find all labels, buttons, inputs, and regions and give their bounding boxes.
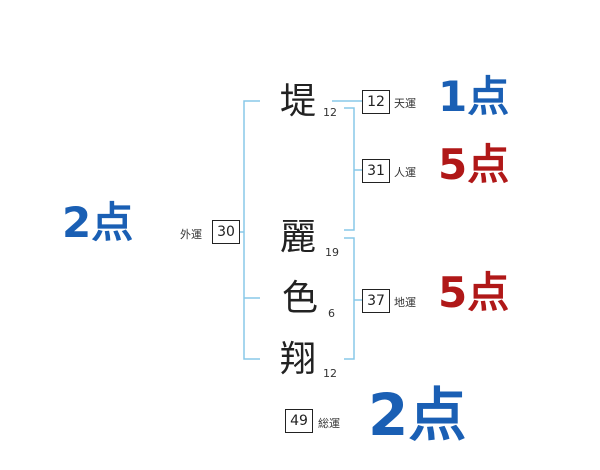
soukaku-label: 総運 — [318, 417, 340, 430]
jinkaku-value: 31 — [362, 159, 390, 183]
tenkaku-score: 1点 — [438, 72, 510, 121]
given2-char: 色 — [282, 278, 319, 319]
tenkaku-label: 天運 — [394, 97, 416, 110]
gaikaku-score: 2点 — [62, 198, 134, 247]
given2-strokes: 6 — [328, 307, 335, 320]
chikaku-value: 37 — [362, 289, 390, 313]
gaikaku-label: 外運 — [180, 228, 202, 241]
given1-char: 麗 — [280, 217, 317, 258]
chikaku-score: 5点 — [438, 268, 510, 317]
soukaku-score: 2点 — [368, 381, 467, 449]
soukaku-value: 49 — [285, 409, 313, 433]
jinkaku-score: 5点 — [438, 140, 510, 189]
jinkaku-label: 人運 — [394, 166, 416, 179]
given3-strokes: 12 — [323, 367, 337, 380]
gaikaku-value: 30 — [212, 220, 240, 244]
surname-strokes: 12 — [323, 106, 337, 119]
tenkaku-value: 12 — [362, 90, 390, 114]
chikaku-label: 地運 — [394, 296, 416, 309]
given3-char: 翔 — [280, 339, 317, 380]
surname-char: 堤 — [280, 81, 317, 122]
given1-strokes: 19 — [325, 246, 339, 259]
